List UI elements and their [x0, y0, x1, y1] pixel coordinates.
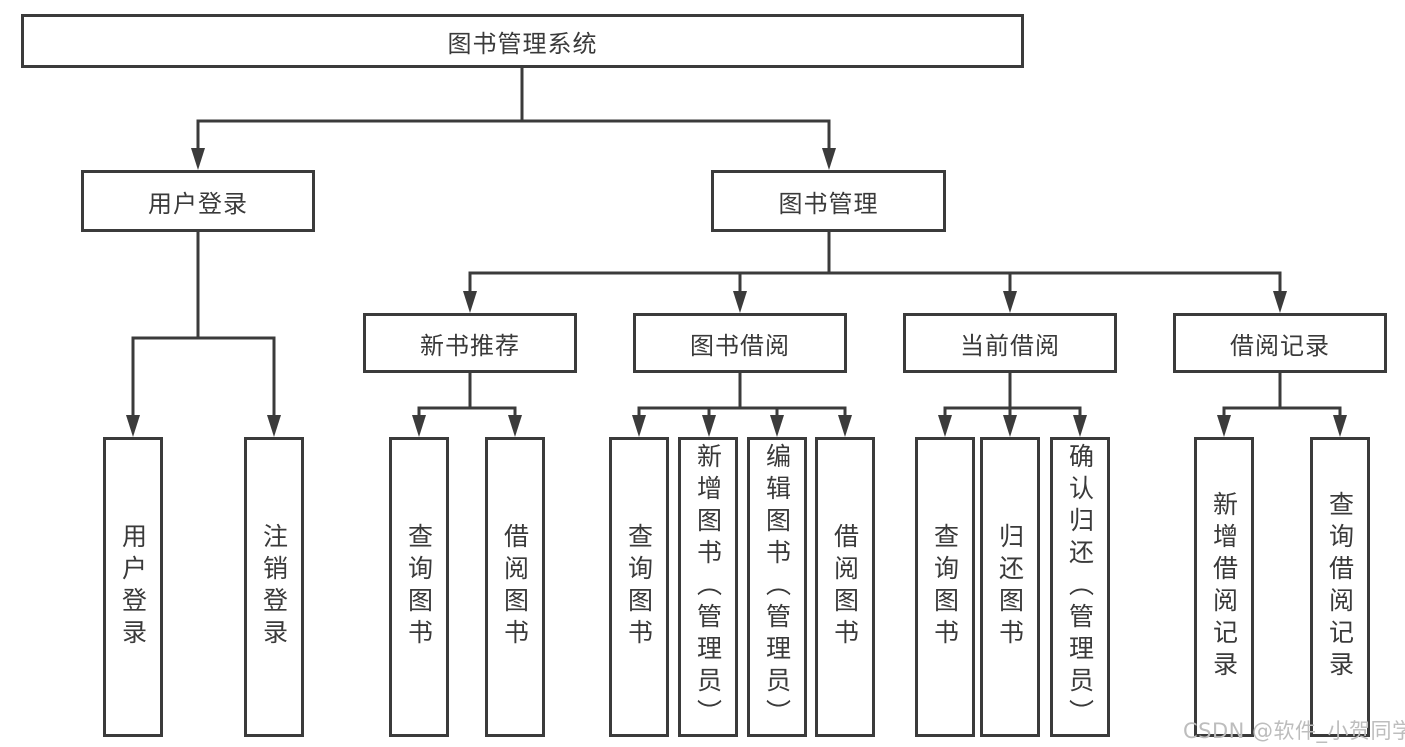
leaf-confirm-return-admin: 确认归还（管理员）	[1050, 437, 1110, 737]
leaf-user-login: 用户登录	[103, 437, 163, 737]
node-new-book-recommend: 新书推荐	[363, 313, 577, 373]
node-borrow-records: 借阅记录	[1173, 313, 1387, 373]
leaf-borrow-borrow-books: 借阅图书	[815, 437, 875, 737]
node-user-login-label: 用户登录	[148, 189, 248, 218]
node-book-management: 图书管理	[711, 170, 946, 232]
node-current-borrow: 当前借阅	[903, 313, 1117, 373]
leaf-borrow-query-books: 查询图书	[609, 437, 669, 737]
node-root: 图书管理系统	[21, 14, 1024, 68]
node-book-borrow-label: 图书借阅	[690, 331, 790, 360]
node-new-book-recommend-label: 新书推荐	[420, 331, 520, 360]
leaf-recommend-query-books: 查询图书	[389, 437, 449, 737]
node-borrow-records-label: 借阅记录	[1230, 331, 1330, 360]
leaf-query-borrow-record: 查询借阅记录	[1310, 437, 1370, 737]
node-book-management-label: 图书管理	[778, 189, 879, 218]
node-book-borrow: 图书借阅	[633, 313, 847, 373]
node-root-label: 图书管理系统	[447, 29, 598, 58]
leaf-add-borrow-record: 新增借阅记录	[1194, 437, 1254, 737]
leaf-edit-book-admin: 编辑图书（管理员）	[747, 437, 807, 737]
node-user-login: 用户登录	[81, 170, 315, 232]
leaf-current-query-books: 查询图书	[915, 437, 975, 737]
node-current-borrow-label: 当前借阅	[960, 331, 1060, 360]
leaf-return-books: 归还图书	[980, 437, 1040, 737]
watermark: CSDN @软件_小贺同学	[1183, 719, 1405, 743]
leaf-recommend-borrow-books: 借阅图书	[485, 437, 545, 737]
leaf-add-book-admin: 新增图书（管理员）	[678, 437, 738, 737]
arrowheads	[126, 148, 1347, 437]
leaf-logout: 注销登录	[244, 437, 304, 737]
